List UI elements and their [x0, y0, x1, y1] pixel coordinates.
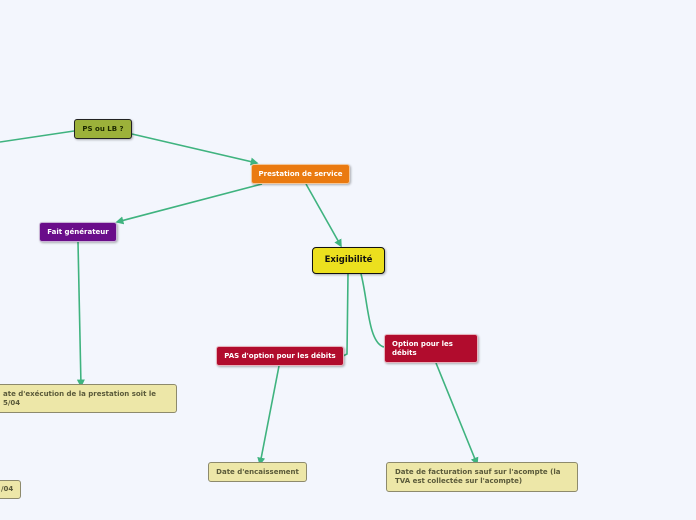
node-ps-ou-lb[interactable]: PS ou LB ?	[74, 119, 132, 139]
connector-prestation-to-fait-generateur	[115, 183, 263, 225]
connector-left-offscreen-to-ps-ou-lb	[0, 130, 75, 143]
node-label: Date de facturation sauf sur l'acompte (…	[395, 468, 561, 485]
node-label: Prestation de service	[258, 169, 343, 178]
node-label: ate d'exécution de la prestation soit le…	[3, 389, 157, 407]
node-option-debits[interactable]: Option pour les débits	[384, 334, 478, 363]
connector-exigibilite-to-option-debits	[360, 273, 385, 348]
connector-ps-ou-lb-to-prestation	[131, 133, 259, 166]
node-label: PAS d'option pour les débits	[224, 351, 336, 360]
node-prestation-de-service[interactable]: Prestation de service	[251, 164, 350, 184]
node-label: Exigibilité	[324, 255, 373, 265]
connector-pas-option-to-date-encaissement	[257, 365, 280, 466]
node-label: Option pour les débits	[392, 339, 453, 357]
connector-fait-generateur-to-date-execution	[76, 241, 85, 388]
node-label: Date d'encaissement	[216, 467, 299, 476]
node-exigibilite[interactable]: Exigibilité	[312, 247, 385, 274]
connector-exigibilite-to-pas-option	[342, 273, 349, 357]
node-label: PS ou LB ?	[82, 124, 124, 133]
node-label: Fait générateur	[47, 227, 109, 236]
node-date-execution[interactable]: ate d'exécution de la prestation soit le…	[0, 384, 177, 413]
node-date-facturation[interactable]: Date de facturation sauf sur l'acompte (…	[386, 462, 578, 492]
node-fait-generateur[interactable]: Fait générateur	[39, 222, 117, 242]
node-date-encaissement[interactable]: Date d'encaissement	[208, 462, 307, 482]
connector-option-debits-to-date-facturation	[435, 362, 479, 466]
node-label: /04	[1, 485, 14, 493]
node-date-04[interactable]: /04	[0, 480, 21, 499]
node-pas-option-debits[interactable]: PAS d'option pour les débits	[216, 346, 344, 366]
connector-prestation-to-exigibilite	[305, 183, 342, 248]
